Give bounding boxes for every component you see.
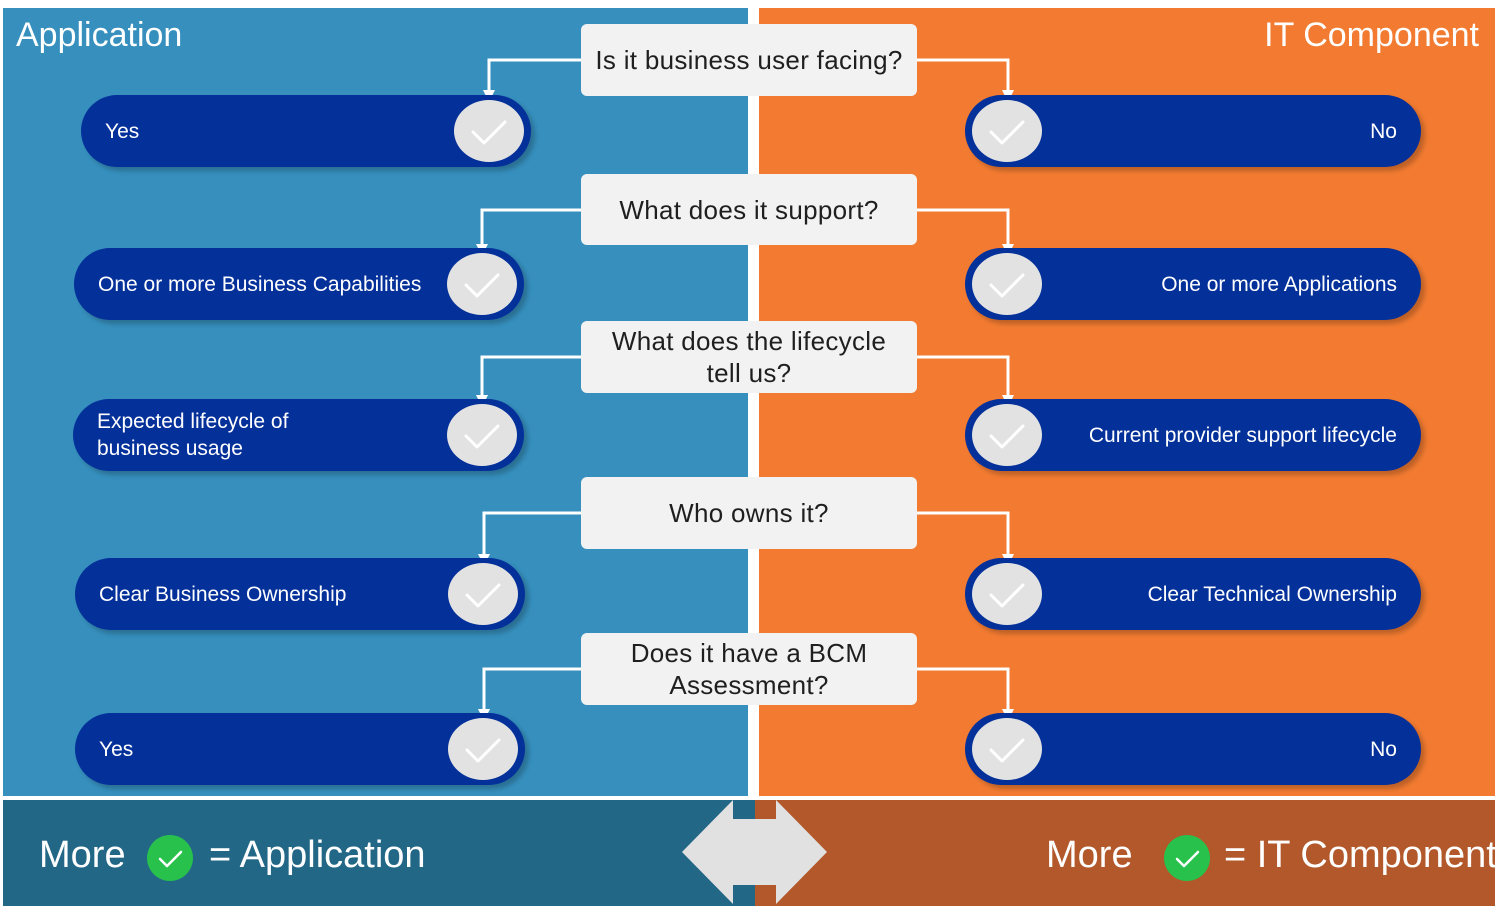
- connector-q2-left: [476, 208, 581, 256]
- check-circle-icon: [447, 404, 517, 466]
- connector-q3-left: [476, 355, 581, 407]
- application-answer-bcm: Yes: [75, 713, 525, 785]
- it-component-title: IT Component: [1264, 16, 1479, 54]
- answer-label: No: [1370, 119, 1397, 143]
- check-circle-icon: [454, 100, 524, 162]
- question-business-user-facing: Is it business user facing?: [581, 24, 917, 96]
- application-answer-user-facing: Yes: [81, 95, 531, 167]
- it-component-answer-lifecycle: Current provider support lifecycle: [965, 399, 1421, 471]
- connector-q5-left: [478, 667, 581, 721]
- check-circle-icon: [972, 404, 1042, 466]
- answer-label: Current provider support lifecycle: [1088, 423, 1397, 447]
- green-check-icon: [147, 835, 193, 881]
- question-who-owns-it: Who owns it?: [581, 477, 917, 549]
- it-component-answer-user-facing: No: [965, 95, 1421, 167]
- answer-label: Expected lifecycle of business usage: [97, 410, 289, 460]
- connector-q4-right: [917, 511, 1014, 566]
- check-circle-icon: [972, 100, 1042, 162]
- application-summary-band: [3, 800, 755, 906]
- application-answer-support: One or more Business Capabilities: [74, 248, 524, 320]
- answer-label: No: [1370, 737, 1397, 761]
- application-answer-lifecycle: Expected lifecycle of business usage: [73, 399, 524, 471]
- legend-left-more: More: [39, 834, 126, 876]
- connector-q2-right: [917, 208, 1014, 256]
- check-circle-icon: [972, 253, 1042, 315]
- it-component-summary-band: [755, 800, 1495, 906]
- it-component-answer-support: One or more Applications: [965, 248, 1421, 320]
- answer-label: Yes: [99, 737, 134, 761]
- check-circle-icon: [448, 718, 518, 780]
- legend-right-more: More: [1046, 834, 1133, 876]
- question-bcm-assessment: Does it have a BCM Assessment?: [581, 633, 917, 705]
- question-lifecycle: What does the lifecycle tell us?: [581, 321, 917, 393]
- question-what-it-supports: What does it support?: [581, 174, 917, 245]
- answer-label: Yes: [105, 119, 140, 143]
- connector-q4-left: [478, 511, 581, 566]
- it-component-answer-ownership: Clear Technical Ownership: [965, 558, 1421, 630]
- connector-q5-right: [917, 667, 1014, 721]
- green-check-icon: [1164, 835, 1210, 881]
- legend-left-result: = Application: [209, 834, 426, 876]
- check-circle-icon: [448, 563, 518, 625]
- answer-label: One or more Business Capabilities: [98, 272, 422, 296]
- check-circle-icon: [447, 253, 517, 315]
- check-circle-icon: [972, 563, 1042, 625]
- connector-q1-right: [917, 58, 1014, 102]
- answer-label: Clear Business Ownership: [99, 582, 347, 606]
- double-arrow-icon: [682, 800, 827, 904]
- it-component-answer-bcm: No: [965, 713, 1421, 785]
- connector-q1-left: [483, 58, 581, 102]
- application-title: Application: [16, 16, 183, 54]
- connector-q3-right: [917, 355, 1014, 407]
- application-answer-ownership: Clear Business Ownership: [75, 558, 525, 630]
- check-circle-icon: [972, 718, 1042, 780]
- answer-label: One or more Applications: [1161, 272, 1397, 296]
- answer-label: Clear Technical Ownership: [1147, 582, 1397, 606]
- legend-right-result: = IT Component: [1224, 834, 1497, 876]
